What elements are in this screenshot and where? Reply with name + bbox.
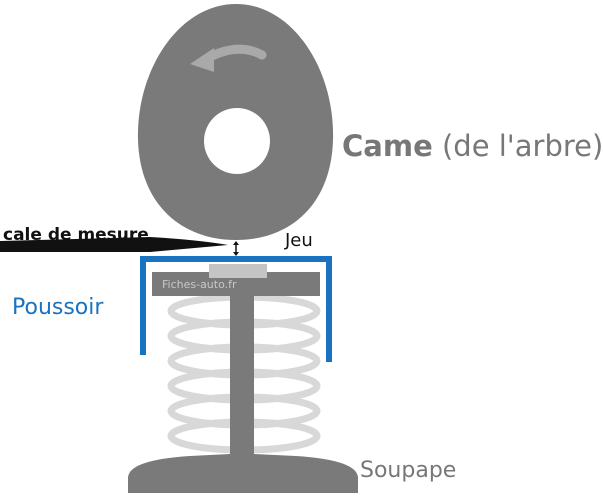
feeler-gauge bbox=[0, 237, 228, 252]
tappet-bucket bbox=[140, 256, 332, 362]
feeler-gauge-label: cale de mesure bbox=[3, 225, 149, 245]
tappet-label: Poussoir bbox=[12, 295, 104, 320]
valve-head bbox=[128, 454, 358, 493]
curved-arrow-left-icon bbox=[190, 44, 267, 72]
came-label-suffix: (de l'arbre) bbox=[441, 129, 603, 163]
came-label: Came (de l'arbre) bbox=[342, 132, 603, 161]
valve-stem bbox=[230, 296, 254, 466]
valve-label: Soupape bbox=[360, 458, 457, 483]
came-label-main: Came bbox=[342, 129, 433, 163]
double-arrow-vertical-icon bbox=[233, 241, 239, 256]
clearance-label: Jeu bbox=[285, 230, 313, 251]
cam-shaft-hole bbox=[204, 108, 270, 174]
adjustment-shim bbox=[209, 264, 267, 278]
watermark-text: Fiches-auto.fr bbox=[162, 278, 237, 291]
